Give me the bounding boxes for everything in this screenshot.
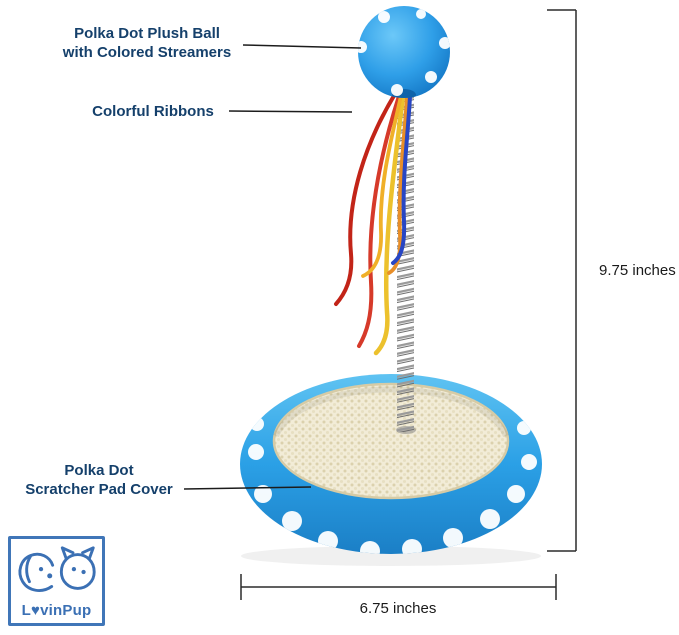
height-dimension-label: 9.75 inches bbox=[599, 262, 676, 279]
ball-polka-dots bbox=[358, 9, 450, 96]
ball-annotation-line2: with Colored Streamers bbox=[62, 44, 232, 61]
scratcher-annotation-line1: Polka Dot bbox=[64, 462, 134, 479]
plush-ball bbox=[358, 6, 450, 98]
height-dimension-line bbox=[547, 9, 577, 552]
width-dimension-label: 6.75 inches bbox=[359, 600, 437, 617]
scratcher-annotation-line2: Scratcher Pad Cover bbox=[25, 481, 173, 498]
ribbon-red bbox=[334, 92, 397, 306]
scratcher-annotation: Polka Dot Scratcher Pad Cover bbox=[14, 461, 184, 499]
scratcher-base bbox=[240, 374, 542, 566]
ball-annotation-line1: Polka Dot Plush Ball bbox=[74, 25, 220, 42]
scratcher-pad bbox=[272, 382, 510, 500]
ribbons-callout-line bbox=[228, 110, 353, 113]
ribbon-blue bbox=[391, 94, 412, 265]
dimension-lines bbox=[240, 9, 577, 600]
brand-logo: L♥vinPup bbox=[8, 536, 105, 626]
ball-annotation: Polka Dot Plush Ball with Colored Stream… bbox=[52, 24, 242, 62]
ball-callout-line bbox=[242, 44, 362, 49]
width-dimension-line bbox=[240, 574, 557, 600]
ribbon-light-red bbox=[357, 94, 401, 348]
ribbons-annotation: Colorful Ribbons bbox=[92, 103, 214, 120]
base-polka-dots bbox=[248, 417, 537, 554]
ribbon-orange bbox=[387, 95, 409, 275]
scratcher-callout-line bbox=[183, 486, 312, 490]
ribbon-yellow bbox=[373, 94, 406, 356]
ribbon-gold bbox=[361, 94, 403, 278]
dog-cat-icon bbox=[18, 546, 96, 592]
brand-name: L♥vinPup bbox=[21, 602, 92, 619]
callout-lines bbox=[183, 44, 362, 490]
ribbons bbox=[334, 92, 412, 356]
